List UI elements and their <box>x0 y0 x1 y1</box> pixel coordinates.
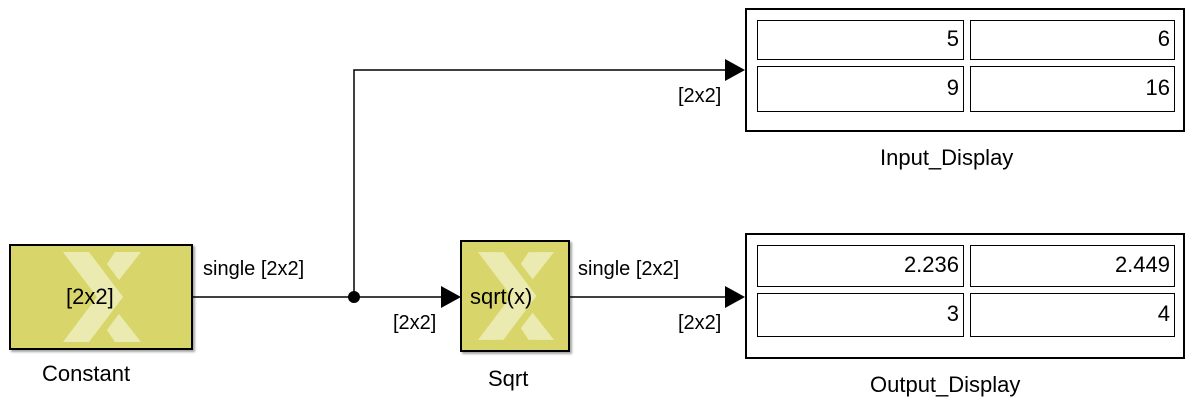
dim-label-input-display-in: [2x2] <box>678 85 722 107</box>
input-display-cell: 6 <box>970 20 1175 60</box>
signal-label-sqrt-out: single [2x2] <box>578 258 680 280</box>
output-display-name: Output_Display <box>870 372 1021 397</box>
constant-block-name: Constant <box>42 361 131 386</box>
input-display-cell: 9 <box>757 66 964 112</box>
input-display-cell: 16 <box>970 66 1175 112</box>
output-display-cell: 3 <box>757 293 964 337</box>
branch-point <box>348 291 360 303</box>
output-display-block[interactable]: 2.236 2.449 3 4 <box>745 233 1185 359</box>
output-display-cell: 2.449 <box>970 245 1175 287</box>
xilinx-logo-icon <box>478 252 554 340</box>
input-display-block[interactable]: 5 6 9 16 <box>745 8 1185 132</box>
output-display-cell: 2.236 <box>757 245 964 287</box>
sqrt-block[interactable]: sqrt(x) <box>460 240 570 352</box>
dim-label-output-display-in: [2x2] <box>678 312 722 334</box>
arrow-sqrt-in <box>441 286 461 308</box>
sqrt-block-name: Sqrt <box>488 366 529 391</box>
dim-label-sqrt-in: [2x2] <box>393 312 437 334</box>
sqrt-expression: sqrt(x) <box>470 284 533 309</box>
line-branch-to-input-display <box>353 69 728 297</box>
signal-label-constant-out: single [2x2] <box>203 258 305 280</box>
constant-block[interactable]: [2x2] <box>9 244 193 350</box>
xilinx-logo-icon <box>63 252 141 342</box>
arrow-output-display-in <box>725 286 745 308</box>
input-display-name: Input_Display <box>880 145 1014 170</box>
constant-value: [2x2] <box>66 284 114 309</box>
arrow-input-display-in <box>725 59 745 81</box>
input-display-cell: 5 <box>757 20 964 60</box>
output-display-cell: 4 <box>970 293 1175 337</box>
